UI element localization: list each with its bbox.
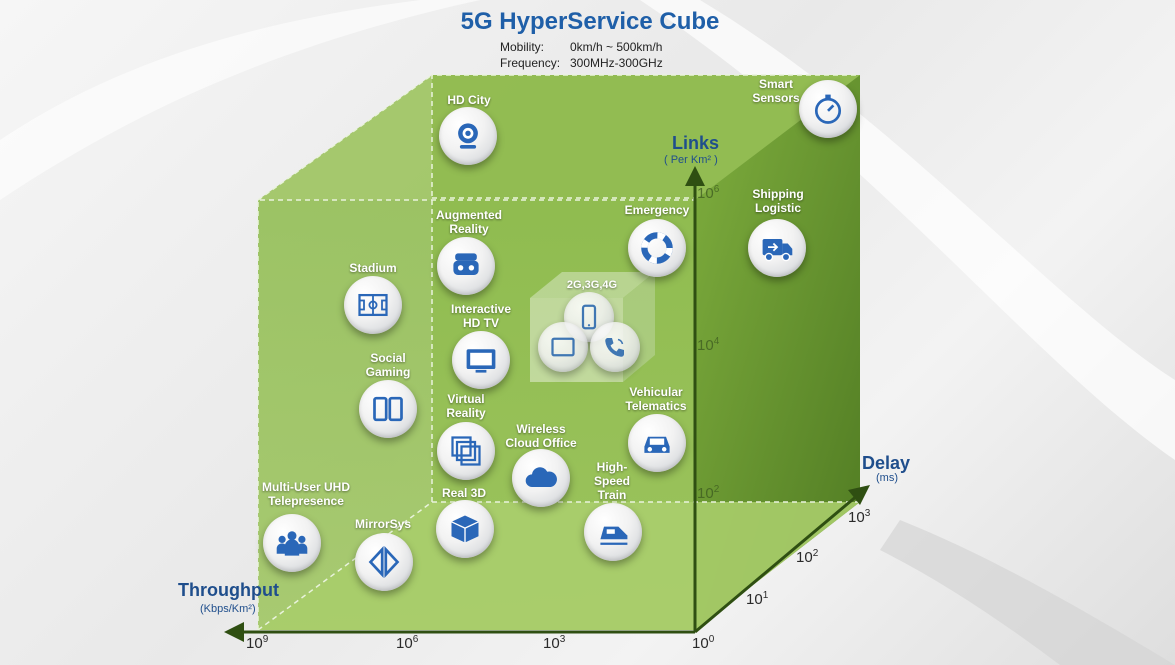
- mobility-label: Mobility:: [500, 40, 545, 54]
- throughput-axis-title: Throughput: [178, 580, 279, 600]
- z-tick-1: 102: [796, 548, 819, 566]
- y-tick-0: 106: [697, 184, 720, 202]
- frequency-row: Frequency: 300MHz-300GHz: [500, 56, 730, 70]
- axes: [224, 166, 870, 642]
- field-icon[interactable]: [344, 276, 402, 334]
- z-tick-2: 103: [848, 508, 871, 526]
- y-tick-2: 102: [697, 484, 720, 502]
- delay-axis-title: Delay: [862, 453, 911, 473]
- frequency-label: Frequency:: [500, 56, 561, 70]
- cube-dashed-edges: [257, 74, 860, 631]
- mobility-row: Mobility: 0km/h ~ 500km/h: [500, 40, 730, 54]
- stadium-label: Stadium: [349, 261, 397, 275]
- car-icon[interactable]: [628, 414, 686, 472]
- real3d-label: Real 3D: [441, 486, 487, 500]
- cube-bottom-face: [258, 502, 860, 630]
- lifebuoy-icon[interactable]: [628, 219, 686, 277]
- throughput-axis-unit: (Kbps/Km²): [200, 603, 256, 615]
- train-icon[interactable]: [584, 503, 642, 561]
- tv-icon[interactable]: [452, 331, 510, 389]
- truck-icon[interactable]: [748, 219, 806, 277]
- layers-icon[interactable]: [437, 422, 495, 480]
- y-tick-1: 104: [697, 336, 720, 354]
- stopwatch-icon[interactable]: [799, 80, 857, 138]
- cloud-icon[interactable]: [512, 449, 570, 507]
- delay-axis-unit: (ms): [876, 472, 898, 484]
- x-tick-1: 106: [396, 634, 419, 652]
- hd-city-label: HD City: [447, 93, 491, 107]
- links-axis-unit: ( Per Km² ): [664, 154, 718, 166]
- mirror-icon[interactable]: [355, 533, 413, 591]
- x-tick-2: 103: [543, 634, 566, 652]
- legacy-box-label: 2G,3G,4G: [566, 279, 618, 291]
- mobility-value: 0km/h ~ 500km/h: [570, 40, 663, 54]
- frequency-value: 300MHz-300GHz: [570, 56, 663, 70]
- links-axis-title: Links: [672, 133, 720, 153]
- tablet-icon[interactable]: [538, 322, 588, 372]
- page-title: 5G HyperService Cube: [460, 8, 720, 35]
- phone-call-icon[interactable]: [590, 322, 640, 372]
- group-icon[interactable]: [263, 514, 321, 572]
- cube-right-face: [695, 75, 860, 630]
- tablets-icon[interactable]: [359, 380, 417, 438]
- x-tick-3: 100: [692, 634, 715, 652]
- z-tick-0: 101: [746, 590, 769, 608]
- cube-icon[interactable]: [436, 500, 494, 558]
- mirrorsys-label: MirrorSys: [354, 517, 412, 531]
- emergency-label: Emergency: [624, 203, 690, 217]
- vr-headset-icon[interactable]: [437, 237, 495, 295]
- webcam-icon[interactable]: [439, 107, 497, 165]
- x-tick-0: 109: [246, 634, 269, 652]
